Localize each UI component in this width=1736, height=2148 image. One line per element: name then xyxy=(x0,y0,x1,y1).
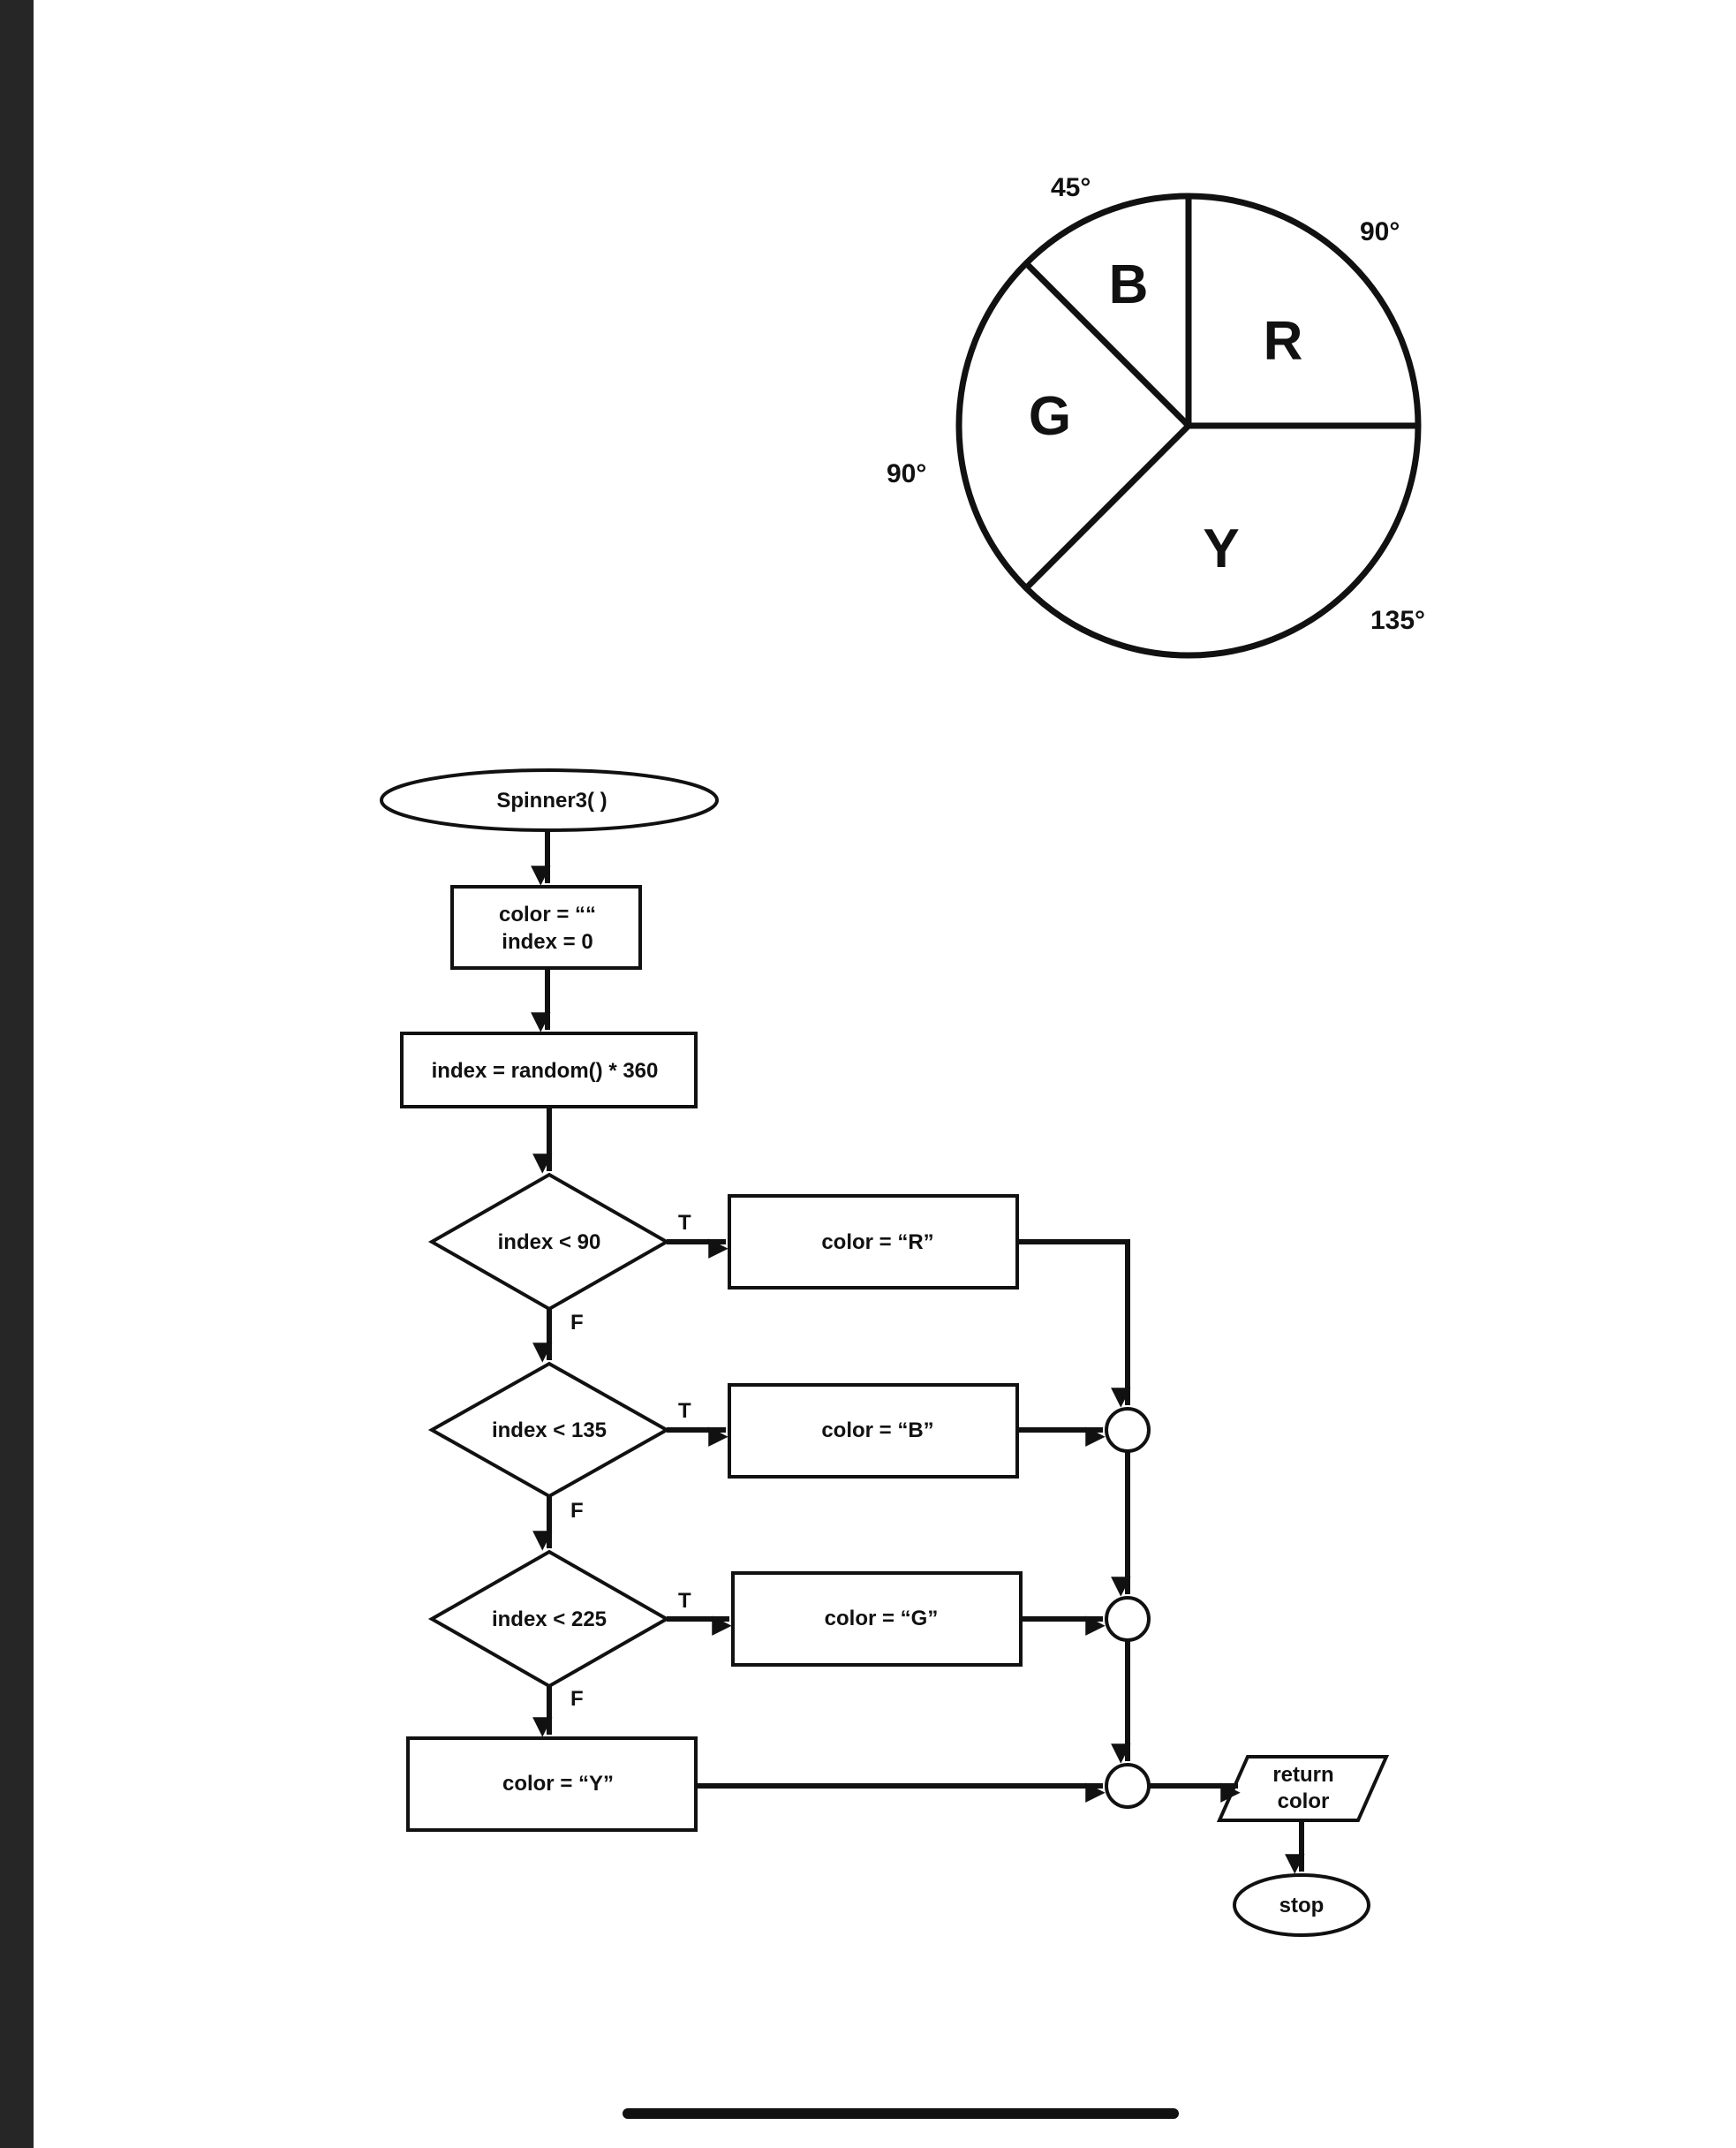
output-line-2: color xyxy=(1278,1789,1330,1813)
sector-g-label: G xyxy=(1029,386,1071,447)
start-label: Spinner3( ) xyxy=(496,789,607,813)
spinner-wheel: R Y G B 90° 135° 90° 45° xyxy=(887,173,1425,659)
stop-label: stop xyxy=(1279,1894,1325,1917)
home-indicator[interactable] xyxy=(623,2108,1179,2119)
true-label-1: T xyxy=(678,1211,691,1235)
decision-2-label: index < 135 xyxy=(492,1418,607,1442)
sector-r-label: R xyxy=(1264,311,1303,372)
init-line-1: color = ““ xyxy=(499,903,596,927)
left-edge-strip xyxy=(0,0,34,2148)
assign-y-box xyxy=(406,1736,698,1832)
assign-g-box xyxy=(731,1571,1023,1667)
sector-r-angle: 90° xyxy=(1360,217,1400,246)
random-box xyxy=(400,1032,698,1108)
decision-3-label: index < 225 xyxy=(492,1607,607,1631)
connector-1 xyxy=(1105,1407,1151,1453)
assign-r-label: color = “R” xyxy=(821,1230,933,1254)
true-label-2: T xyxy=(678,1399,691,1423)
true-label-3: T xyxy=(678,1589,691,1613)
connector-2 xyxy=(1105,1596,1151,1642)
init-box xyxy=(450,885,642,970)
assign-b-label: color = “B” xyxy=(821,1418,933,1442)
output-line-1: return xyxy=(1272,1763,1333,1787)
false-label-1: F xyxy=(570,1311,584,1335)
stop-terminal xyxy=(1233,1873,1370,1937)
decision-1-label: index < 90 xyxy=(498,1230,601,1254)
random-label: index = random() * 360 xyxy=(432,1059,659,1083)
sector-y-angle: 135° xyxy=(1370,606,1425,635)
false-label-3: F xyxy=(570,1687,584,1711)
connector-3 xyxy=(1105,1763,1151,1809)
sector-b-angle: 45° xyxy=(1051,173,1091,202)
divider-lower-left xyxy=(1023,423,1191,591)
assign-g-label: color = “G” xyxy=(825,1607,939,1630)
sector-b-label: B xyxy=(1109,254,1149,315)
divider-upper-left xyxy=(1023,261,1191,428)
sector-y-label: Y xyxy=(1203,518,1239,579)
assign-b-box xyxy=(728,1383,1019,1479)
arrow-r-connector1 xyxy=(1017,1239,1131,1408)
assign-y-label: color = “Y” xyxy=(502,1772,614,1796)
sector-g-angle: 90° xyxy=(887,459,926,488)
false-label-2: F xyxy=(570,1499,584,1523)
init-line-2: index = 0 xyxy=(502,930,593,954)
